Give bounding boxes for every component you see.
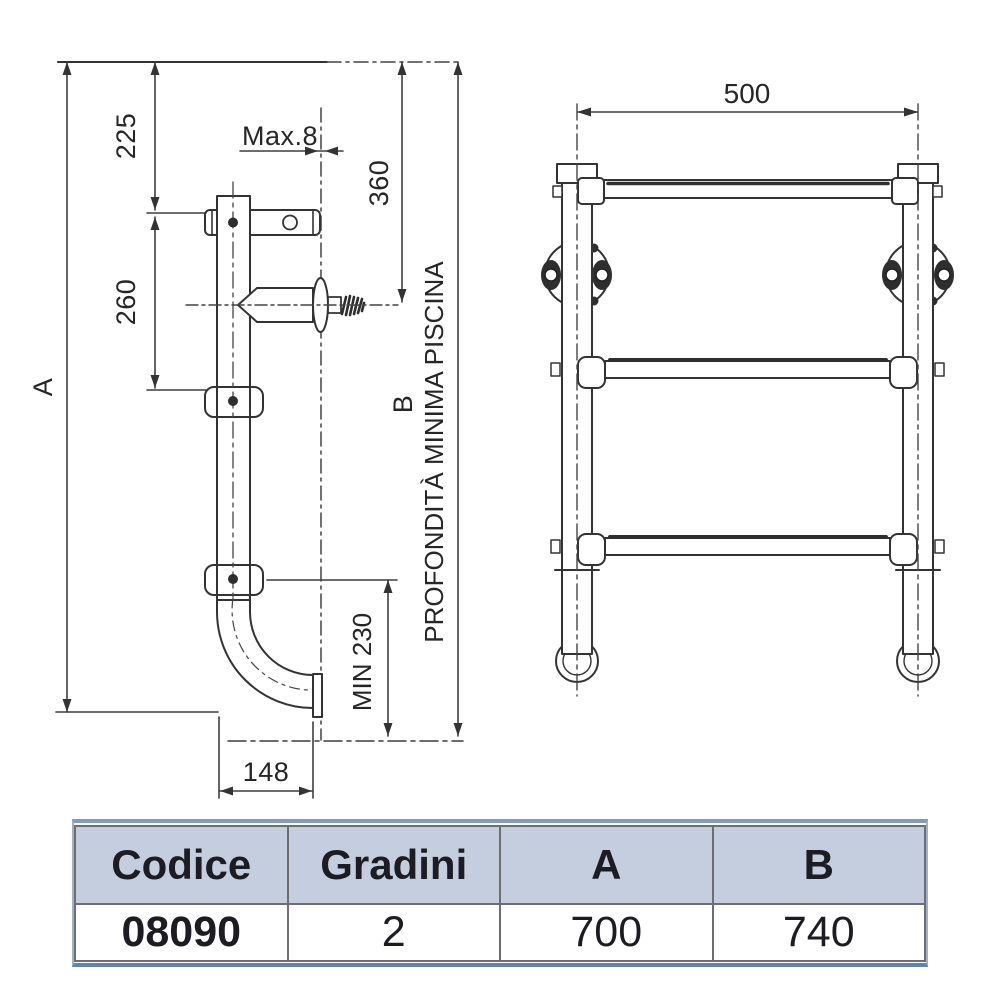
technical-drawing: A 225 260 Max.8 360 B PROFONDITÀ MINIMA … [28,61,954,799]
header-cell-codice: Codice [74,825,289,905]
wall-anchor [185,277,399,333]
handrail-bar [552,177,943,205]
dim-label-360: 360 [364,160,394,207]
side-view-dimensions [55,61,464,799]
dim-label-min230: MIN 230 [347,613,377,711]
pool-depth-note: PROFONDITÀ MINIMA PISCINA [419,261,449,643]
front-view-dimensions [577,107,918,117]
step-bar-lower [550,533,945,566]
spec-table-value-row: 08090 2 700 740 [74,903,926,962]
header-cell-gradini: Gradini [286,825,501,905]
ladder-foot-side [216,599,314,709]
header-cell-a: A [499,825,714,905]
product-spec-table: Codice Gradini A B 08090 2 700 740 [72,819,928,967]
step-clamp-lower [204,564,264,596]
dim-label-260: 260 [111,279,141,326]
spec-table-header-row: Codice Gradini A B [74,825,926,905]
value-cell-a: 700 [499,903,714,962]
front-view-drawing: 500 [541,78,954,697]
dim-label-500: 500 [724,78,771,109]
dim-label-max8: Max.8 [242,121,318,151]
header-cell-b: B [711,825,926,905]
value-cell-codice: 08090 [74,903,289,962]
dim-label-a: A [28,378,58,397]
value-cell-gradini: 2 [286,903,501,962]
step-clamp-upper [204,386,264,418]
dim-label-148: 148 [243,757,290,787]
value-cell-b: 740 [711,903,926,962]
dim-label-b: B [388,395,418,414]
side-view-drawing: A 225 260 Max.8 360 B PROFONDITÀ MINIMA … [28,61,464,799]
step-bar-upper [550,356,945,389]
dim-label-225: 225 [111,113,141,160]
foot-end-cap [312,673,323,718]
